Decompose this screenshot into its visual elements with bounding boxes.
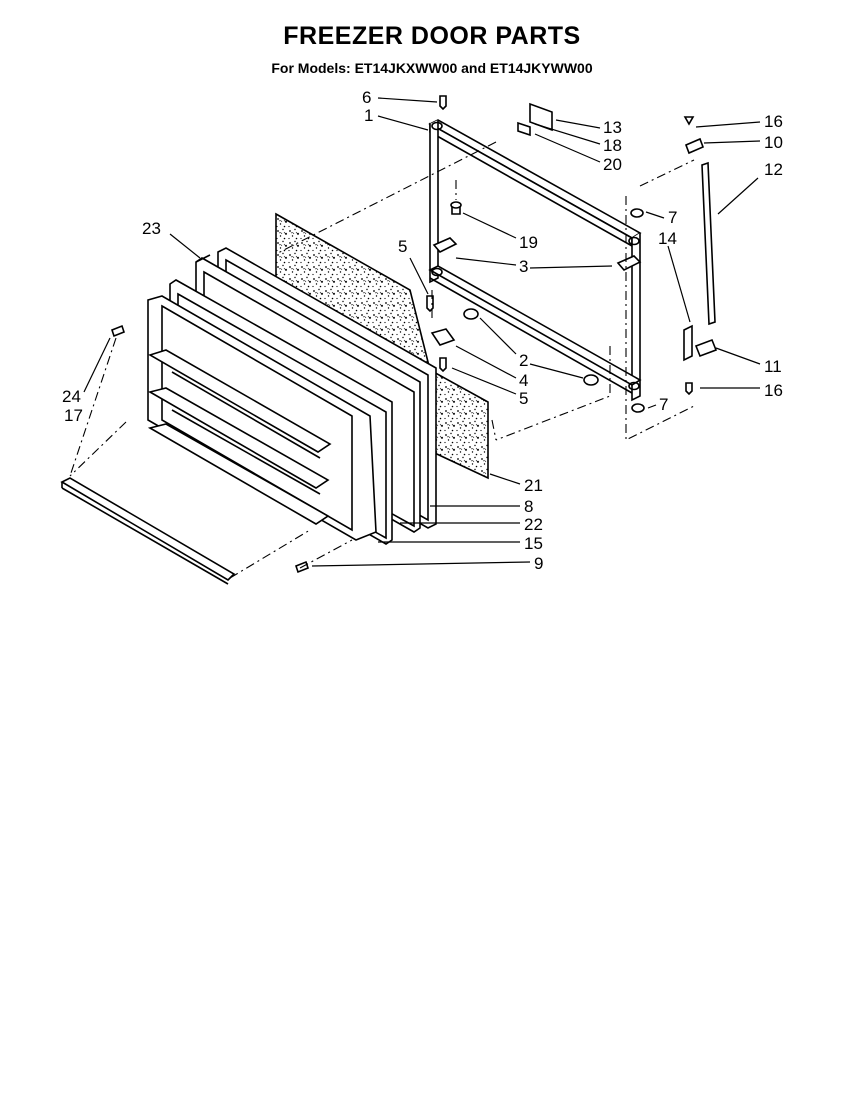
- callout-label: 5: [398, 237, 407, 256]
- callout-label: 7: [668, 208, 677, 227]
- callout-label: 6: [362, 88, 371, 107]
- callout-label: 13: [603, 118, 622, 137]
- callout-label: 10: [764, 133, 783, 152]
- callout-label: 2: [519, 351, 528, 370]
- callout-label: 5: [519, 389, 528, 408]
- callout-label: 9: [534, 554, 543, 573]
- callout-labels: 6 1 13 18 20 16 10 12 7 19 14 3 5 23 2 4…: [62, 88, 783, 573]
- model-subtitle: For Models: ET14JKXWW00 and ET14JKYWW00: [271, 60, 593, 76]
- page-title: FREEZER DOOR PARTS: [283, 22, 581, 50]
- callout-label: 3: [519, 257, 528, 276]
- callout-label: 16: [764, 381, 783, 400]
- callout-label: 18: [603, 136, 622, 155]
- callout-label: 22: [524, 515, 543, 534]
- callout-label: 12: [764, 160, 783, 179]
- callout-label: 15: [524, 534, 543, 553]
- callout-label: 4: [519, 371, 528, 390]
- callout-label: 16: [764, 112, 783, 131]
- door-frame: [428, 119, 642, 402]
- callout-label: 14: [658, 229, 677, 248]
- callout-label: 20: [603, 155, 622, 174]
- callout-label: 24: [62, 387, 81, 406]
- callout-label: 7: [659, 395, 668, 414]
- callout-label: 8: [524, 497, 533, 516]
- callout-label: 17: [64, 406, 83, 425]
- callout-label: 19: [519, 233, 538, 252]
- callout-label: 11: [764, 357, 782, 376]
- leader-lines: [83, 97, 761, 567]
- callout-label: 21: [524, 476, 543, 495]
- diagram-drawing: [60, 95, 718, 585]
- callout-label: 23: [142, 219, 161, 238]
- callout-label: 1: [364, 106, 373, 125]
